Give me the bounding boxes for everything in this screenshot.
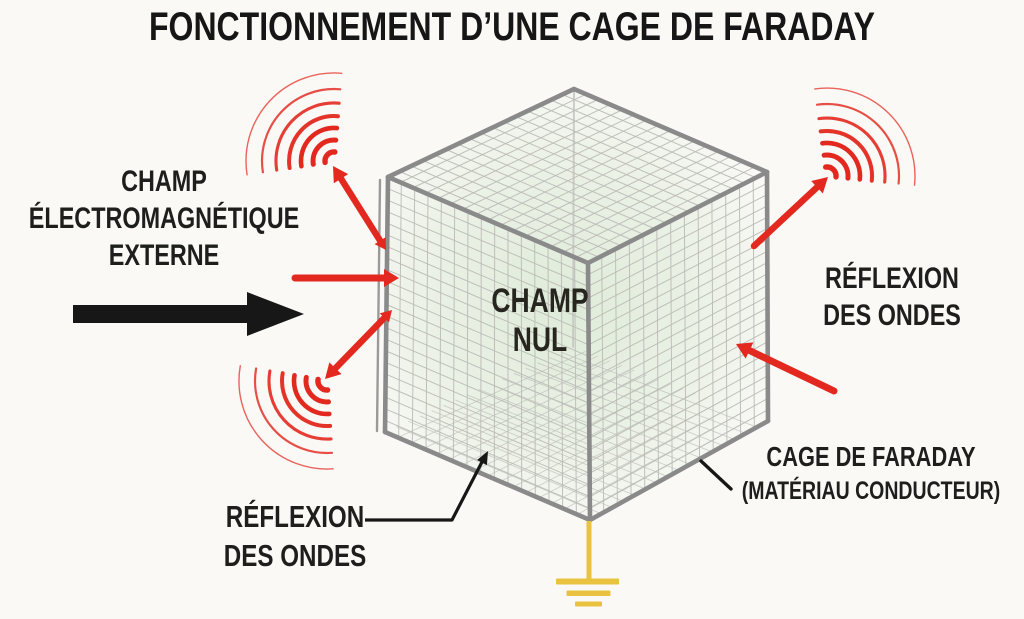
cage-frame-edges <box>375 86 771 523</box>
external-field-arrow <box>73 292 304 336</box>
earth-ground-icon <box>556 521 619 607</box>
pointer-line-reflection-bottom <box>365 451 488 522</box>
radiated-waves-top-left-icon <box>245 72 343 176</box>
cage-back-edge <box>572 88 575 348</box>
cage-mesh-left-face <box>384 182 591 515</box>
reflected-wave-arrow-top-right <box>750 177 828 250</box>
incident-wave-arrow-right <box>736 342 838 395</box>
radiated-waves-bottom-left-icon <box>238 365 334 470</box>
radiated-waves-top-right-icon <box>814 87 916 186</box>
incident-wave-arrow-left <box>291 269 399 287</box>
reflected-wave-arrow-top-left <box>333 166 386 250</box>
reflected-wave-arrow-bottom-left <box>325 310 392 379</box>
diagram-title: FONCTIONNEMENT D’UNE CAGE DE FARADAY <box>149 5 875 49</box>
pointer-line-cage-label <box>699 459 733 491</box>
cage-mesh-top-face <box>399 93 757 259</box>
